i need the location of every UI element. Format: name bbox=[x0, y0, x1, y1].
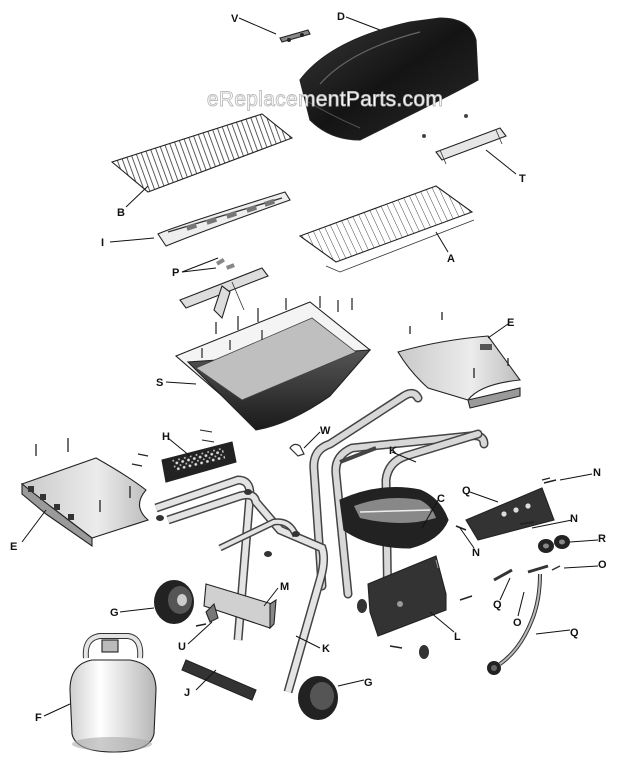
part-j-bar bbox=[181, 659, 257, 701]
label-b: B bbox=[117, 207, 125, 219]
part-d-lid bbox=[299, 17, 479, 141]
label-h: H bbox=[162, 431, 170, 443]
label-e-right: E bbox=[507, 317, 514, 329]
part-h-control-panel bbox=[161, 429, 237, 483]
part-l-shield-plate bbox=[367, 555, 447, 637]
label-i: I bbox=[101, 237, 104, 249]
part-a-warming-rack bbox=[298, 185, 475, 273]
label-s: S bbox=[156, 377, 163, 389]
label-q-hose: Q bbox=[570, 627, 579, 639]
part-k-frame-front bbox=[154, 475, 329, 694]
label-q-fitting: Q bbox=[493, 599, 502, 611]
part-s-grill-bowl bbox=[174, 296, 372, 431]
label-a: A bbox=[447, 253, 455, 265]
part-f-propane-tank bbox=[69, 633, 157, 753]
label-o-left: O bbox=[513, 617, 522, 629]
label-e-left: E bbox=[10, 541, 17, 553]
part-r-knobs bbox=[538, 535, 570, 553]
part-g-wheel-left bbox=[154, 580, 194, 624]
label-g-left: G bbox=[110, 607, 119, 619]
part-p-burner bbox=[179, 257, 269, 320]
part-n-bolts bbox=[455, 479, 557, 531]
label-k-front: K bbox=[322, 643, 330, 655]
part-hardware bbox=[357, 595, 473, 659]
label-f: F bbox=[35, 712, 42, 724]
part-e-side-shelf-right bbox=[397, 312, 522, 409]
label-k-back: K bbox=[389, 445, 397, 457]
part-k-frame-back bbox=[309, 388, 489, 625]
label-g-right: G bbox=[364, 677, 373, 689]
label-r: R bbox=[598, 533, 606, 545]
label-n-middle: N bbox=[570, 513, 578, 525]
part-labels: V D T B I A P S E H W K N Q C N N R O Q … bbox=[10, 11, 607, 724]
part-u-clip bbox=[195, 602, 219, 627]
part-i-heat-shield bbox=[157, 191, 291, 247]
part-b-cooking-grate bbox=[110, 113, 294, 193]
watermark-text: eReplacementParts.com bbox=[207, 88, 443, 111]
label-n-top: N bbox=[593, 467, 601, 479]
label-p: P bbox=[172, 267, 179, 279]
label-n-bottom: N bbox=[472, 547, 480, 559]
leader-lines bbox=[21, 16, 599, 717]
label-c: C bbox=[437, 493, 445, 505]
part-q-valve-bracket bbox=[465, 477, 555, 541]
part-t-lid-handle bbox=[422, 114, 507, 165]
part-m-front-panel bbox=[203, 583, 277, 630]
label-u: U bbox=[178, 641, 186, 653]
label-q-bracket: Q bbox=[462, 485, 471, 497]
label-w: W bbox=[320, 425, 331, 437]
part-e-side-shelf-left bbox=[20, 438, 150, 548]
label-o-right: O bbox=[598, 559, 607, 571]
label-j: J bbox=[184, 687, 190, 699]
label-d: D bbox=[337, 11, 345, 23]
part-v-handle-bracket bbox=[279, 29, 311, 43]
label-l: L bbox=[454, 631, 461, 643]
part-o-fittings bbox=[493, 564, 561, 582]
part-q-regulator-hose bbox=[487, 573, 542, 675]
label-t: T bbox=[519, 173, 526, 185]
part-g-wheel-right bbox=[298, 676, 338, 720]
label-v: V bbox=[231, 13, 239, 25]
part-w-clip bbox=[289, 443, 305, 457]
label-m: M bbox=[280, 581, 289, 593]
part-c-bottom-basket bbox=[339, 486, 449, 549]
